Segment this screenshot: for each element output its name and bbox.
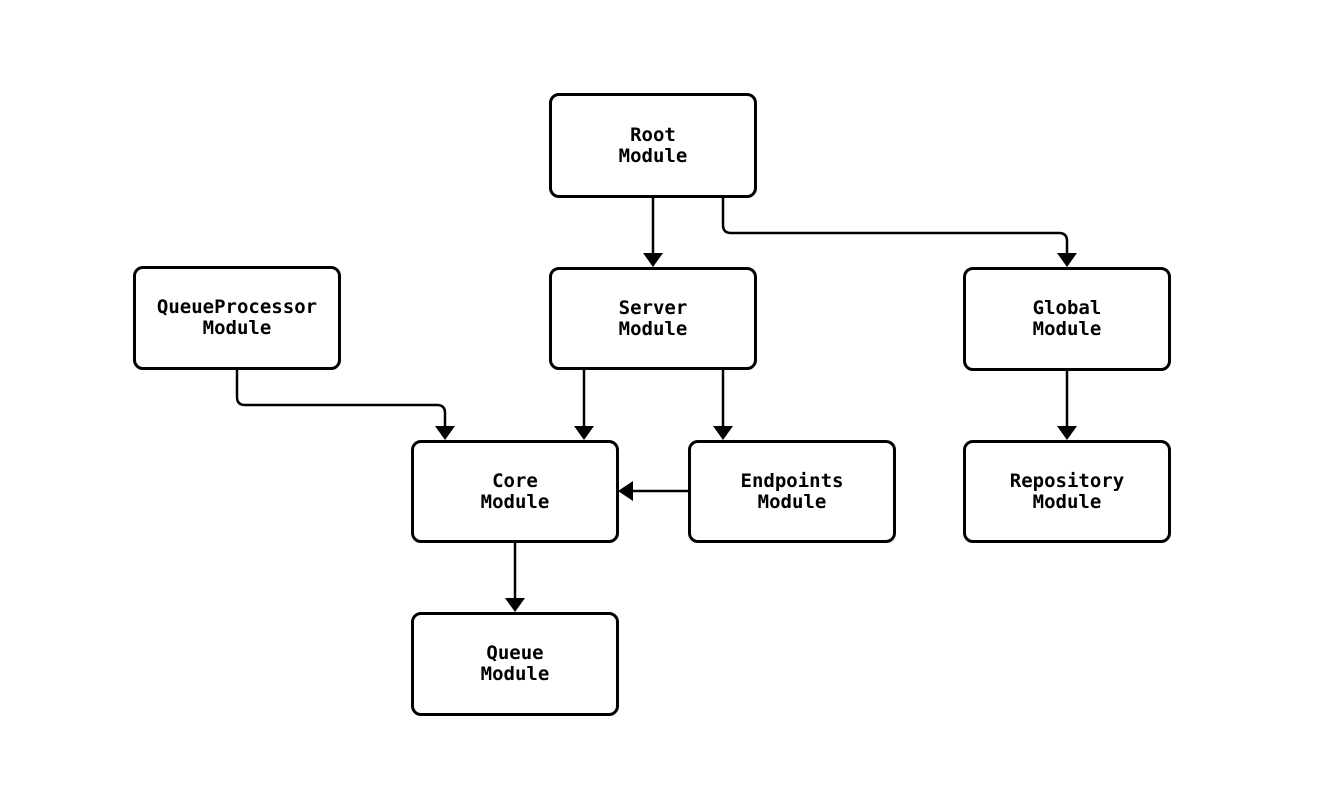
node-label-line: Module bbox=[757, 490, 827, 513]
edge-endpoints-to-core bbox=[618, 481, 688, 501]
node-label-line: Module bbox=[618, 144, 688, 167]
node-label-line: Module bbox=[202, 317, 272, 339]
edge-server-to-core bbox=[574, 370, 594, 440]
node-repository-module-label: Repository Module bbox=[1009, 469, 1125, 513]
node-label-line: Global bbox=[1032, 297, 1102, 319]
node-queue-module-label: Queue Module bbox=[481, 643, 550, 685]
edge-queueprocessor-to-core bbox=[235, 370, 455, 440]
node-global-module: Global Module bbox=[963, 267, 1171, 371]
node-label-line: QueueProcessor bbox=[156, 296, 318, 318]
edge-line bbox=[235, 370, 447, 429]
edge-root-to-global bbox=[721, 198, 1077, 267]
node-core-module: Core Module bbox=[411, 440, 619, 543]
arrowhead-down-icon bbox=[435, 426, 455, 440]
node-endpoints-module: Endpoints Module bbox=[688, 440, 896, 543]
node-label-line: Module bbox=[480, 663, 550, 685]
node-server-module-label: Server Module bbox=[618, 296, 688, 340]
arrowhead-down-icon bbox=[643, 253, 663, 267]
arrowhead-down-icon bbox=[1057, 253, 1077, 267]
edge-core-to-queue bbox=[505, 543, 525, 612]
node-repository-module: Repository Module bbox=[963, 440, 1171, 543]
arrowhead-down-icon bbox=[713, 426, 733, 440]
arrowhead-down-icon bbox=[574, 426, 594, 440]
node-server-module: Server Module bbox=[549, 267, 757, 370]
node-label-line: Module bbox=[1032, 490, 1102, 513]
arrowhead-down-icon bbox=[505, 598, 525, 612]
node-label-line: Module bbox=[618, 317, 688, 340]
node-label-line: Root bbox=[630, 123, 676, 146]
edge-global-to-repository bbox=[1057, 371, 1077, 440]
node-endpoints-module-label: Endpoints Module bbox=[740, 469, 844, 513]
node-queueprocessor-module-label: QueueProcessor Module bbox=[157, 297, 317, 339]
edge-root-to-server bbox=[643, 198, 663, 267]
node-label-line: Queue bbox=[486, 642, 544, 664]
node-label-line: Core bbox=[492, 469, 538, 492]
arrowhead-down-icon bbox=[1057, 426, 1077, 440]
node-core-module-label: Core Module bbox=[480, 469, 550, 513]
node-label-line: Repository bbox=[1009, 469, 1125, 492]
node-label-line: Module bbox=[480, 490, 550, 513]
node-queue-module: Queue Module bbox=[411, 612, 619, 716]
node-label-line: Server bbox=[618, 296, 688, 319]
node-global-module-label: Global Module bbox=[1033, 298, 1102, 340]
node-queueprocessor-module: QueueProcessor Module bbox=[133, 266, 341, 370]
node-label-line: Module bbox=[1032, 318, 1102, 340]
node-root-module: Root Module bbox=[549, 93, 757, 198]
edge-line bbox=[721, 198, 1069, 256]
edge-server-to-endpoints bbox=[713, 370, 733, 440]
node-root-module-label: Root Module bbox=[618, 123, 688, 167]
node-label-line: Endpoints bbox=[740, 469, 844, 492]
arrowhead-left-icon bbox=[618, 481, 633, 501]
